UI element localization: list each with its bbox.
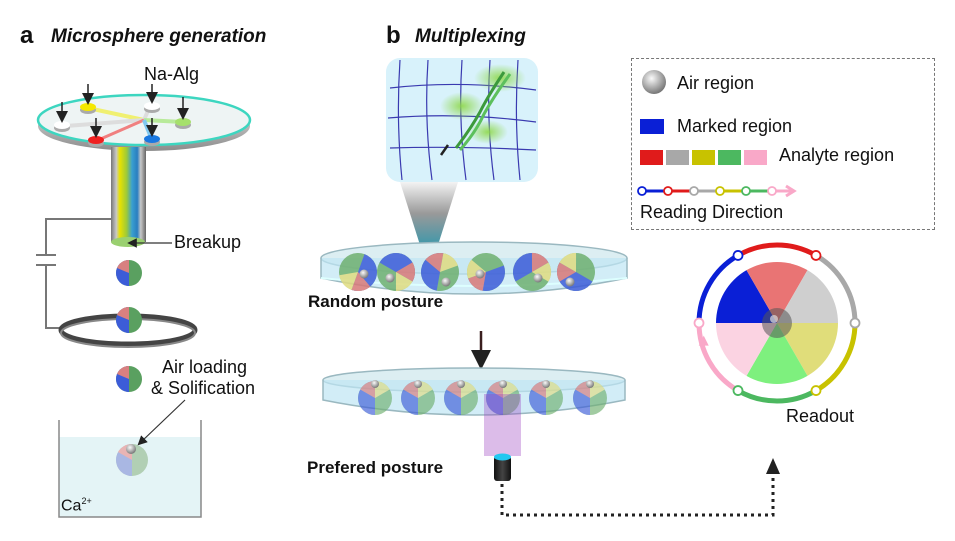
wheel-node	[849, 317, 861, 329]
reading-node	[663, 186, 673, 196]
wheel-sector	[746, 261, 808, 323]
random-posture-label: Random posture	[308, 292, 444, 311]
analyte-swatch	[640, 150, 663, 165]
analyte-swatch	[718, 150, 741, 165]
breakup-label: Breakup	[174, 232, 242, 252]
air-bubble	[565, 277, 575, 287]
wheel-arc	[696, 322, 740, 393]
air-bubble	[359, 269, 369, 279]
air-loading-label: Air loading	[162, 357, 248, 377]
wheel-arc	[696, 253, 740, 324]
analyte-swatch	[744, 150, 767, 165]
reading-node	[741, 186, 751, 196]
calcium-text: Ca	[61, 497, 82, 515]
reservoir	[88, 136, 104, 147]
microsphere	[377, 253, 416, 292]
air-bubble	[441, 277, 451, 287]
microsphere	[513, 252, 552, 291]
panel-a-title: Microsphere generation	[51, 26, 267, 47]
nozzle-tube	[111, 147, 146, 242]
legend-marked-region: Marked region	[677, 116, 793, 136]
wheel-node	[693, 317, 705, 329]
reading-node	[689, 186, 699, 196]
microsphere	[444, 380, 478, 415]
solification-label: & Solification	[151, 378, 256, 398]
air-bubble	[385, 273, 395, 283]
air-highlight	[770, 315, 778, 323]
spinning-disk	[36, 84, 252, 151]
wheel-arc	[736, 388, 818, 404]
electric-circuit	[36, 218, 111, 329]
air-bubble	[414, 380, 422, 388]
air-region-icon	[642, 70, 666, 94]
legend-air-region: Air region	[677, 73, 755, 93]
wheel-node	[810, 385, 822, 396]
calcium-label: Ca2+	[61, 496, 92, 515]
reservoir	[54, 121, 70, 132]
wheel-arc	[814, 253, 858, 324]
wheel-node	[810, 250, 822, 261]
legend-reading-direction: Reading Direction	[640, 202, 784, 222]
marked-region-swatch	[640, 119, 664, 134]
air-bubble	[457, 380, 465, 388]
wheel-arc	[736, 242, 818, 258]
wheel-sector	[716, 323, 777, 376]
hydrogel-inset	[386, 58, 538, 245]
reading-direction-arrowhead	[698, 335, 709, 346]
reading-node	[715, 186, 725, 196]
air-bubble	[499, 380, 507, 388]
reading-node	[767, 186, 777, 196]
droplet	[116, 260, 142, 286]
air-bubble	[542, 380, 550, 388]
wheel-node	[732, 385, 744, 396]
droplet	[116, 366, 142, 392]
air-bubble	[586, 380, 594, 388]
reservoir	[175, 118, 191, 129]
reading-node	[637, 186, 647, 196]
signal-path	[500, 468, 775, 517]
legend-graphics	[637, 70, 797, 198]
air-region-center	[762, 308, 792, 338]
air-bubble	[533, 273, 543, 283]
preferred-beads	[358, 380, 607, 415]
reservoir	[144, 102, 160, 113]
panel-b-title: Multiplexing	[415, 26, 526, 47]
air-bubble	[475, 269, 485, 279]
air-bubble	[371, 380, 379, 388]
calcium-bath	[58, 420, 202, 518]
readout-wheel	[693, 242, 861, 404]
detector	[494, 453, 511, 481]
random-beads	[339, 252, 595, 292]
droplet	[116, 307, 142, 333]
wheel-sector	[777, 270, 838, 323]
wheel-sector	[716, 270, 777, 323]
panel-a-letter: a	[20, 22, 34, 49]
legend-analyte-region: Analyte region	[779, 145, 895, 165]
wheel-sector	[777, 323, 838, 376]
calcium-superscript: 2+	[81, 496, 92, 506]
preferred-posture-label: Prefered posture	[307, 458, 444, 477]
readout-label: Readout	[786, 406, 855, 426]
analyte-swatch	[692, 150, 715, 165]
detection-beam	[484, 394, 521, 456]
analyte-swatch	[666, 150, 689, 165]
reservoir	[144, 135, 160, 146]
microsphere	[358, 380, 392, 415]
na-alg-label: Na-Alg	[144, 64, 200, 84]
reservoir	[80, 103, 96, 114]
wheel-sector	[746, 323, 808, 384]
legend-box	[631, 58, 935, 230]
wheel-node	[732, 250, 744, 261]
wheel-arc	[814, 322, 858, 393]
panel-b-letter: b	[386, 22, 401, 49]
